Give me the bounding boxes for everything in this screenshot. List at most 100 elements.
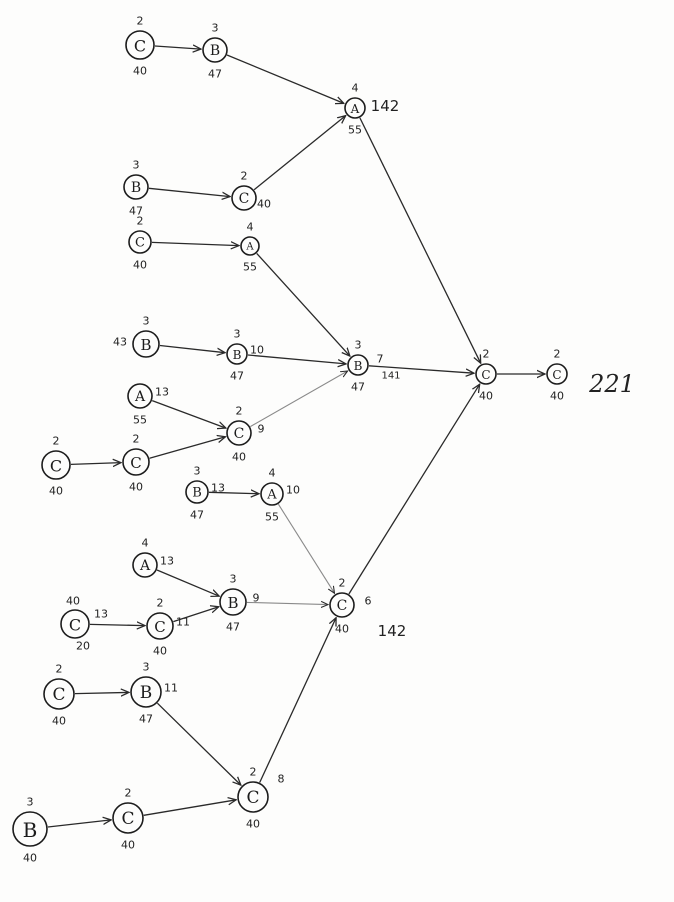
edge-n6-n7 [151,242,239,245]
node-letter: B [354,359,363,373]
edges [47,46,545,828]
node-side-label: 9 [253,592,260,605]
node-letter: A [134,389,146,405]
node-top-label: 2 [241,170,248,183]
annotations: 141 142 221 [378,370,635,640]
node-n5: C 2 40 [231,170,271,211]
node-top-label: 2 [137,215,144,228]
node-bottom-label: 47 [230,370,244,383]
node-letter: B [131,180,141,196]
node-bottom-label: 55 [348,124,362,137]
edge-n24-n21 [259,618,336,783]
node-circle [226,420,252,446]
node-bottom-label: 40 [335,623,349,636]
node-letter: B [210,43,220,59]
node-letter: B [233,348,242,362]
edge-n20-n18 [173,607,219,623]
node-side-label: 7 [377,353,384,366]
node-letter: A [245,242,254,253]
node-circle [226,343,248,365]
node-circle [260,482,284,506]
node-top-label: 4 [247,221,254,234]
node-letter: C [246,788,259,808]
edge-n16-n21 [277,503,334,593]
edge-n5-n3 [253,116,346,191]
node-letter: C [121,809,134,829]
node-bottom-label: 47 [190,509,204,522]
edge-n21-n27 [348,384,480,595]
node-side-label: 40 [257,198,271,211]
nodes: C240B347A455142B347C240C240A455B343B3471… [12,15,568,865]
node-side-label: 13 [211,482,225,495]
node-circle [12,811,48,847]
node-letter: C [239,191,250,207]
node-bottom-label: 47 [129,205,143,218]
node-letter: C [130,454,141,472]
node-letter: C [52,685,65,705]
node-circle [60,609,90,639]
node-n3: A 4 55 142 [344,82,400,137]
node-top-label: 2 [56,663,63,676]
edge-n3-n27 [359,117,481,363]
node-letter: B [140,683,153,703]
node-top-label: 2 [554,348,561,361]
node-circle [344,97,366,119]
node-top-label: 4 [352,82,359,95]
node-side-label: 13 [155,386,169,399]
node-top-label: 2 [125,787,132,800]
node-side-label: 6 [365,595,372,608]
node-top-label: 3 [143,315,150,328]
node-top-label: 3 [355,339,362,352]
node-circle [127,383,153,409]
node-letter: A [139,558,151,574]
node-letter: C [69,616,81,635]
node-top-label: 2 [157,597,164,610]
node-side-label: 13 [94,608,108,621]
node-bottom-label: 40 [232,451,246,464]
edge-n12-n10 [250,371,347,428]
edge-n19-n20 [89,624,145,625]
annotation-142: 142 [378,622,407,640]
node-circle [128,230,152,254]
node-circle [347,354,369,376]
annotation-141: 141 [381,371,400,382]
node-letter: C [134,37,146,56]
node-circle [41,450,71,480]
node-top-label: 2 [483,348,490,361]
node-letter: B [227,594,238,612]
node-bottom-label: 47 [139,713,153,726]
node-side-label: 142 [371,97,400,115]
edge-n23-n24 [156,702,241,785]
node-bottom-label: 40 [550,390,564,403]
node-bottom-label: 20 [76,640,90,653]
node-letter: A [350,102,360,116]
node-top-label: 3 [212,22,219,35]
node-bottom-label: 40 [129,481,143,494]
node-top-label: 2 [133,433,140,446]
edge-n1-n2 [154,46,201,49]
node-bottom-label: 47 [226,621,240,634]
node-side-label: 13 [160,555,174,568]
node-top-label: 2 [339,577,346,590]
node-circle [329,592,355,618]
edge-n14-n12 [149,437,226,459]
node-side-label: 10 [250,344,264,357]
edge-n25-n26 [47,820,111,828]
